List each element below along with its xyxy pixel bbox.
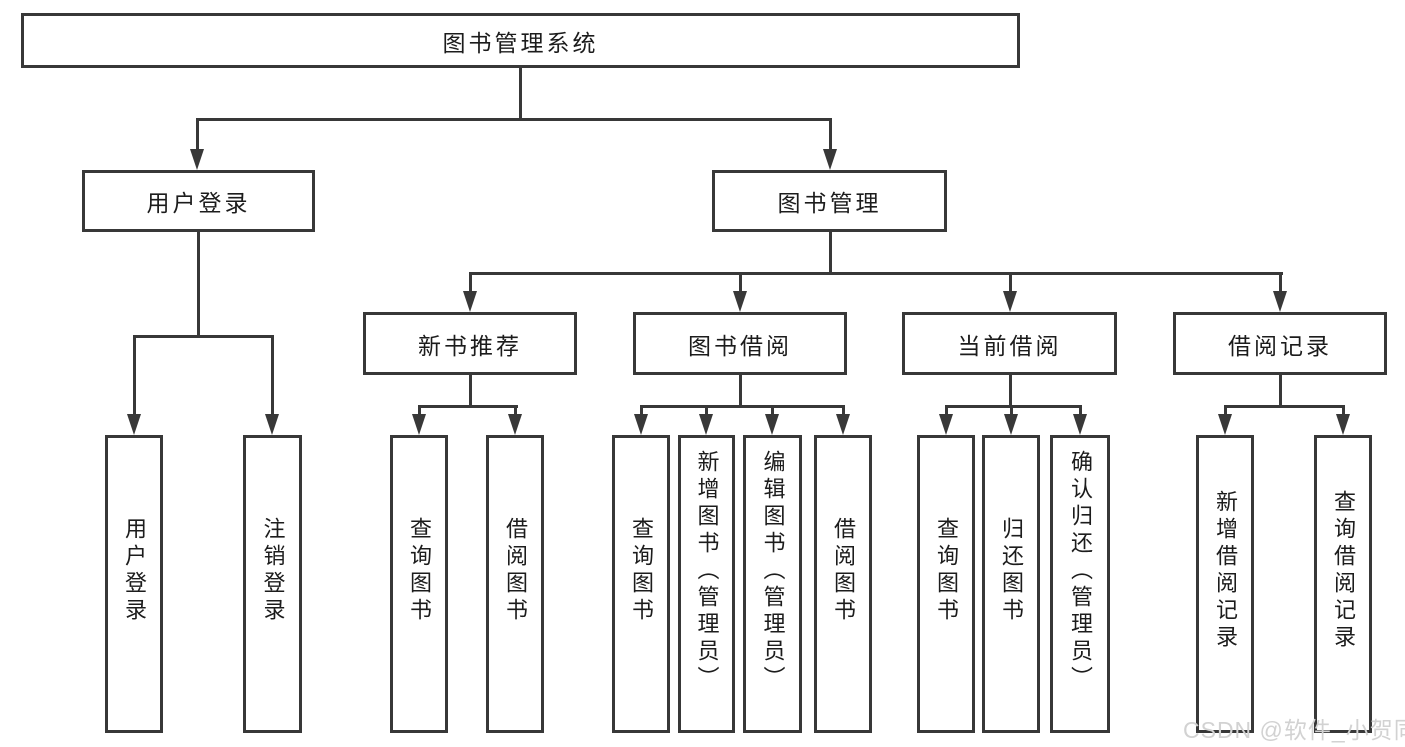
connector-line — [1009, 375, 1012, 405]
node-current-borrow: 当前借阅 — [902, 312, 1117, 375]
leaf-borrow-books: 借阅图书 — [814, 435, 872, 733]
leaf-query-books-borrow: 查询图书 — [612, 435, 670, 733]
leaf-add-borrow-record: 新增借阅记录 — [1196, 435, 1254, 733]
leaf-query-borrow-record: 查询借阅记录 — [1314, 435, 1372, 733]
arrow-down-icon — [1073, 414, 1087, 435]
arrow-down-icon — [265, 414, 279, 435]
connector-line — [739, 272, 742, 295]
connector-line — [829, 232, 832, 272]
connector-line — [514, 405, 517, 418]
connector-line — [197, 232, 200, 335]
connector-line — [133, 335, 274, 338]
leaf-logout: 注销登录 — [243, 435, 302, 733]
arrow-down-icon — [1003, 291, 1017, 312]
arrow-down-icon — [412, 414, 426, 435]
connector-line — [271, 335, 274, 417]
leaf-return-books: 归还图书 — [982, 435, 1040, 733]
arrow-down-icon — [1004, 414, 1018, 435]
connector-line — [640, 405, 643, 418]
arrow-down-icon — [634, 414, 648, 435]
connector-line — [469, 272, 1283, 275]
leaf-add-books-admin: 新增图书（管理员） — [678, 435, 735, 733]
watermark: CSDN @软件_小贺同学 — [1183, 717, 1405, 743]
connector-line — [1009, 272, 1012, 295]
arrow-down-icon — [127, 414, 141, 435]
connector-line — [1279, 375, 1282, 405]
connector-line — [469, 375, 472, 405]
node-book-management: 图书管理 — [712, 170, 947, 232]
arrow-down-icon — [765, 414, 779, 435]
connector-line — [945, 405, 948, 418]
leaf-query-books-recommend: 查询图书 — [390, 435, 448, 733]
connector-line — [739, 375, 742, 405]
connector-line — [640, 405, 845, 408]
arrow-down-icon — [823, 149, 837, 170]
arrow-down-icon — [1273, 291, 1287, 312]
connector-line — [133, 335, 136, 417]
connector-line — [705, 405, 708, 418]
connector-line — [1010, 405, 1013, 418]
arrow-down-icon — [1218, 414, 1232, 435]
connector-line — [1079, 405, 1082, 418]
arrow-down-icon — [1336, 414, 1350, 435]
arrow-down-icon — [733, 291, 747, 312]
connector-line — [469, 272, 472, 295]
connector-line — [1342, 405, 1345, 418]
connector-line — [418, 405, 421, 418]
leaf-borrow-books-recommend: 借阅图书 — [486, 435, 544, 733]
connector-line — [196, 118, 832, 121]
connector-line — [771, 405, 774, 418]
node-library-system: 图书管理系统 — [21, 13, 1020, 68]
leaf-confirm-return-admin: 确认归还（管理员） — [1050, 435, 1110, 733]
connector-line — [829, 118, 832, 155]
node-borrow-records: 借阅记录 — [1173, 312, 1387, 375]
arrow-down-icon — [836, 414, 850, 435]
arrow-down-icon — [463, 291, 477, 312]
arrow-down-icon — [939, 414, 953, 435]
arrow-down-icon — [190, 149, 204, 170]
node-new-book-recommend: 新书推荐 — [363, 312, 577, 375]
arrow-down-icon — [508, 414, 522, 435]
connector-line — [1279, 272, 1282, 295]
connector-line — [1224, 405, 1227, 418]
connector-line — [842, 405, 845, 418]
node-user-login: 用户登录 — [82, 170, 315, 232]
leaf-user-login: 用户登录 — [105, 435, 163, 733]
node-book-borrow: 图书借阅 — [633, 312, 847, 375]
leaf-edit-books-admin: 编辑图书（管理员） — [743, 435, 802, 733]
arrow-down-icon — [699, 414, 713, 435]
leaf-query-books-current: 查询图书 — [917, 435, 975, 733]
connector-line — [1224, 405, 1345, 408]
connector-line — [519, 68, 522, 118]
connector-line — [418, 405, 518, 408]
connector-line — [945, 405, 1082, 408]
connector-line — [196, 118, 199, 155]
